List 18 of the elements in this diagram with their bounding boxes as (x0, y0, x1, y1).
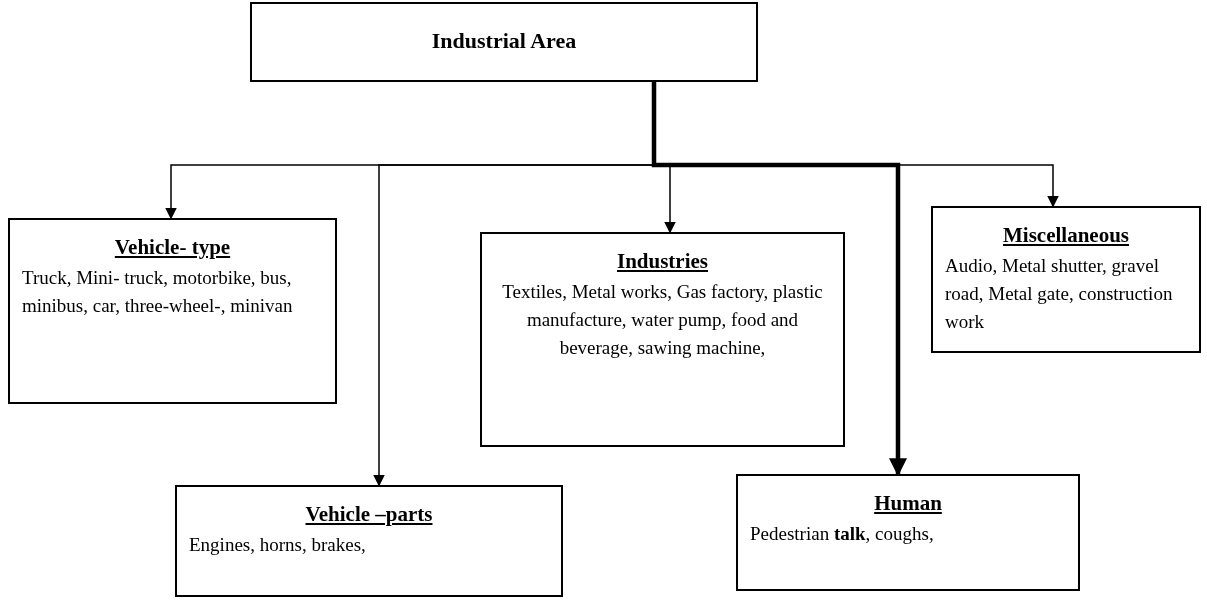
item-list: Truck, Mini- truck, motorbike, bus, minibus, car, three-wheel-, minivan (22, 263, 323, 320)
title-text: Industrial Area (430, 27, 578, 55)
category-box (175, 485, 563, 597)
category-heading: Vehicle –parts (305, 502, 433, 526)
category-heading: Miscellaneous (1003, 223, 1129, 247)
category-heading: Human (874, 491, 942, 515)
item-list: Audio, Metal shutter, gravel road, Metal gate, construction work (945, 251, 1187, 336)
category-box (736, 474, 1080, 591)
category-box (931, 206, 1201, 353)
category-heading: Vehicle- type (114, 235, 231, 259)
item-list: Pedestrian talk, coughs, (750, 519, 1066, 548)
category-box (8, 218, 337, 404)
title-box (250, 2, 758, 82)
item-list: Engines, horns, brakes, (189, 530, 549, 559)
item-list: Textiles, Metal works, Gas factory, plastic manufacture, water pump, food and beverage, sawing machine, (494, 277, 831, 362)
category-heading: Industries (617, 249, 708, 273)
arrow (651, 82, 907, 477)
category-box (480, 232, 845, 447)
